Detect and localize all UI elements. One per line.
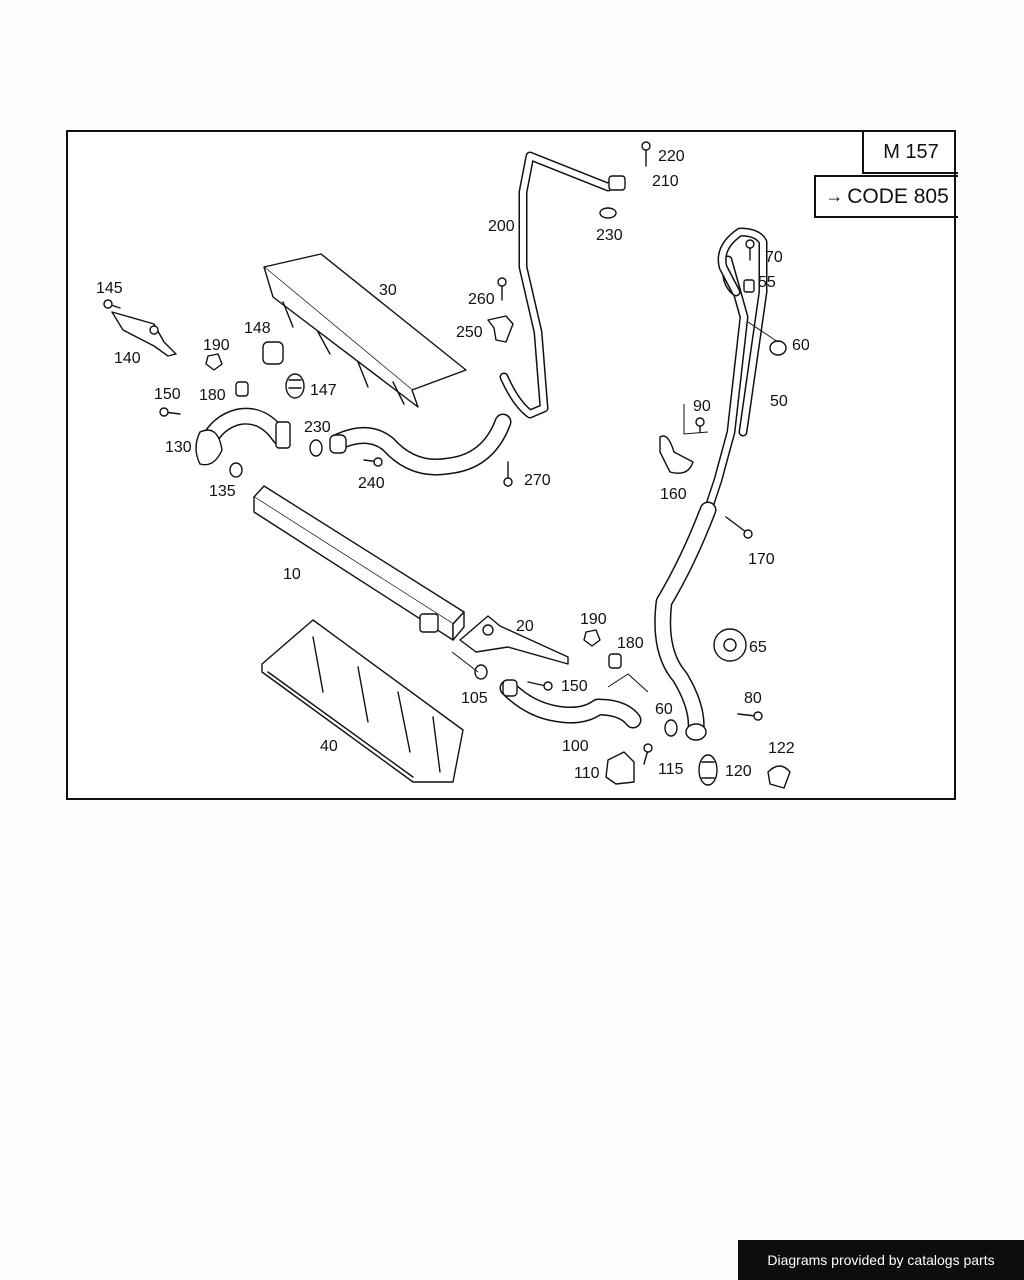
ring-60b [664,719,678,737]
bolt-270 [503,461,513,487]
callout-30: 30 [379,282,397,299]
plug-180b [608,653,622,669]
callout-145: 145 [96,280,123,297]
code-label: → CODE 805 [814,175,958,218]
diagram-frame: 220 210 230 200 70 55 60 50 30 260 250 1… [66,130,958,800]
callout-80: 80 [744,690,762,707]
ring-230b [309,439,323,457]
bolt-150b [527,681,553,691]
callout-140: 140 [114,350,141,367]
hose-middle [329,413,512,476]
callout-220: 220 [658,148,685,165]
callout-105: 105 [461,690,488,707]
cover-30 [263,253,467,408]
callout-200: 200 [488,218,515,235]
callout-130: 130 [165,439,192,456]
plug-190a [205,353,223,371]
mount-65 [713,628,747,662]
fitting-55 [743,279,755,293]
callout-55: 55 [758,274,776,291]
ring-60a [769,340,787,356]
callout-240: 240 [358,475,385,492]
ring-135 [229,462,243,478]
callout-210: 210 [652,173,679,190]
bolt-115 [643,743,653,765]
callout-115: 115 [658,761,684,778]
bolt-145 [103,299,121,309]
ring-230a [599,207,617,219]
footer-text: Diagrams provided by catalogs parts [767,1252,995,1268]
bracket-250 [487,315,514,343]
callout-270: 270 [524,472,551,489]
callout-10: 10 [283,566,301,583]
bolt-80 [737,711,763,721]
bolt-220 [641,141,651,167]
callout-60: 60 [655,701,673,718]
callout-180: 180 [199,387,226,404]
callout-65: 65 [749,639,767,656]
mount-148 [262,341,284,365]
pipe-50 [703,227,768,515]
bolt-240 [363,457,383,467]
bolt-170 [725,516,753,539]
mount-147 [285,373,305,399]
ring-105 [474,664,488,680]
plug-180a [235,381,249,397]
parts-diagram: 220 210 230 200 70 55 60 50 30 260 250 1… [96,141,810,789]
hose-100 [499,679,642,729]
bracket-140 [111,311,177,357]
callout-40: 40 [320,738,338,755]
clamp-122 [767,765,791,789]
callout-190: 190 [580,611,607,628]
callout-148: 148 [244,320,271,337]
callout-110: 110 [574,765,600,782]
footer-banner: Diagrams provided by catalogs parts [738,1240,1024,1280]
model-text: M 157 [883,140,939,163]
tray-40 [261,619,464,783]
pipe-200 [499,151,618,419]
bracket-160 [659,435,694,474]
bolt-260 [497,277,507,301]
callout-135: 135 [209,483,236,500]
callout-250: 250 [456,324,483,341]
arrow-right-icon: → [825,186,844,206]
callout-147: 147 [310,382,337,399]
hose-right-lower [654,501,717,741]
callout-170: 170 [748,551,775,568]
hose-upper-left [195,407,291,466]
callout-100: 100 [562,738,589,755]
mount-120 [698,754,718,786]
callout-150: 150 [154,386,181,403]
callout-50: 50 [770,393,788,410]
model-label: M 157 [862,132,958,174]
callout-60: 60 [792,337,810,354]
code-text: CODE 805 [847,184,949,208]
bracket-110 [605,751,635,785]
callout-70: 70 [765,249,783,266]
callout-labels: 220 210 230 200 70 55 60 50 30 260 250 1… [96,148,810,782]
bolt-70 [745,239,755,261]
intercooler-10 [253,485,465,641]
leader-lines [451,321,779,693]
plug-190b [583,629,601,647]
callout-260: 260 [468,291,495,308]
callout-190: 190 [203,337,230,354]
callout-120: 120 [725,763,752,780]
callout-230: 230 [596,227,623,244]
callout-122: 122 [768,740,795,757]
callout-160: 160 [660,486,687,503]
callout-180: 180 [617,635,644,652]
bolt-150a [159,407,181,417]
fitting-210 [608,175,626,191]
callout-230: 230 [304,419,331,436]
callout-20: 20 [516,618,534,635]
bolt-90 [695,417,705,433]
callout-90: 90 [693,398,711,415]
bracket-20 [459,615,569,665]
callout-150: 150 [561,678,588,695]
